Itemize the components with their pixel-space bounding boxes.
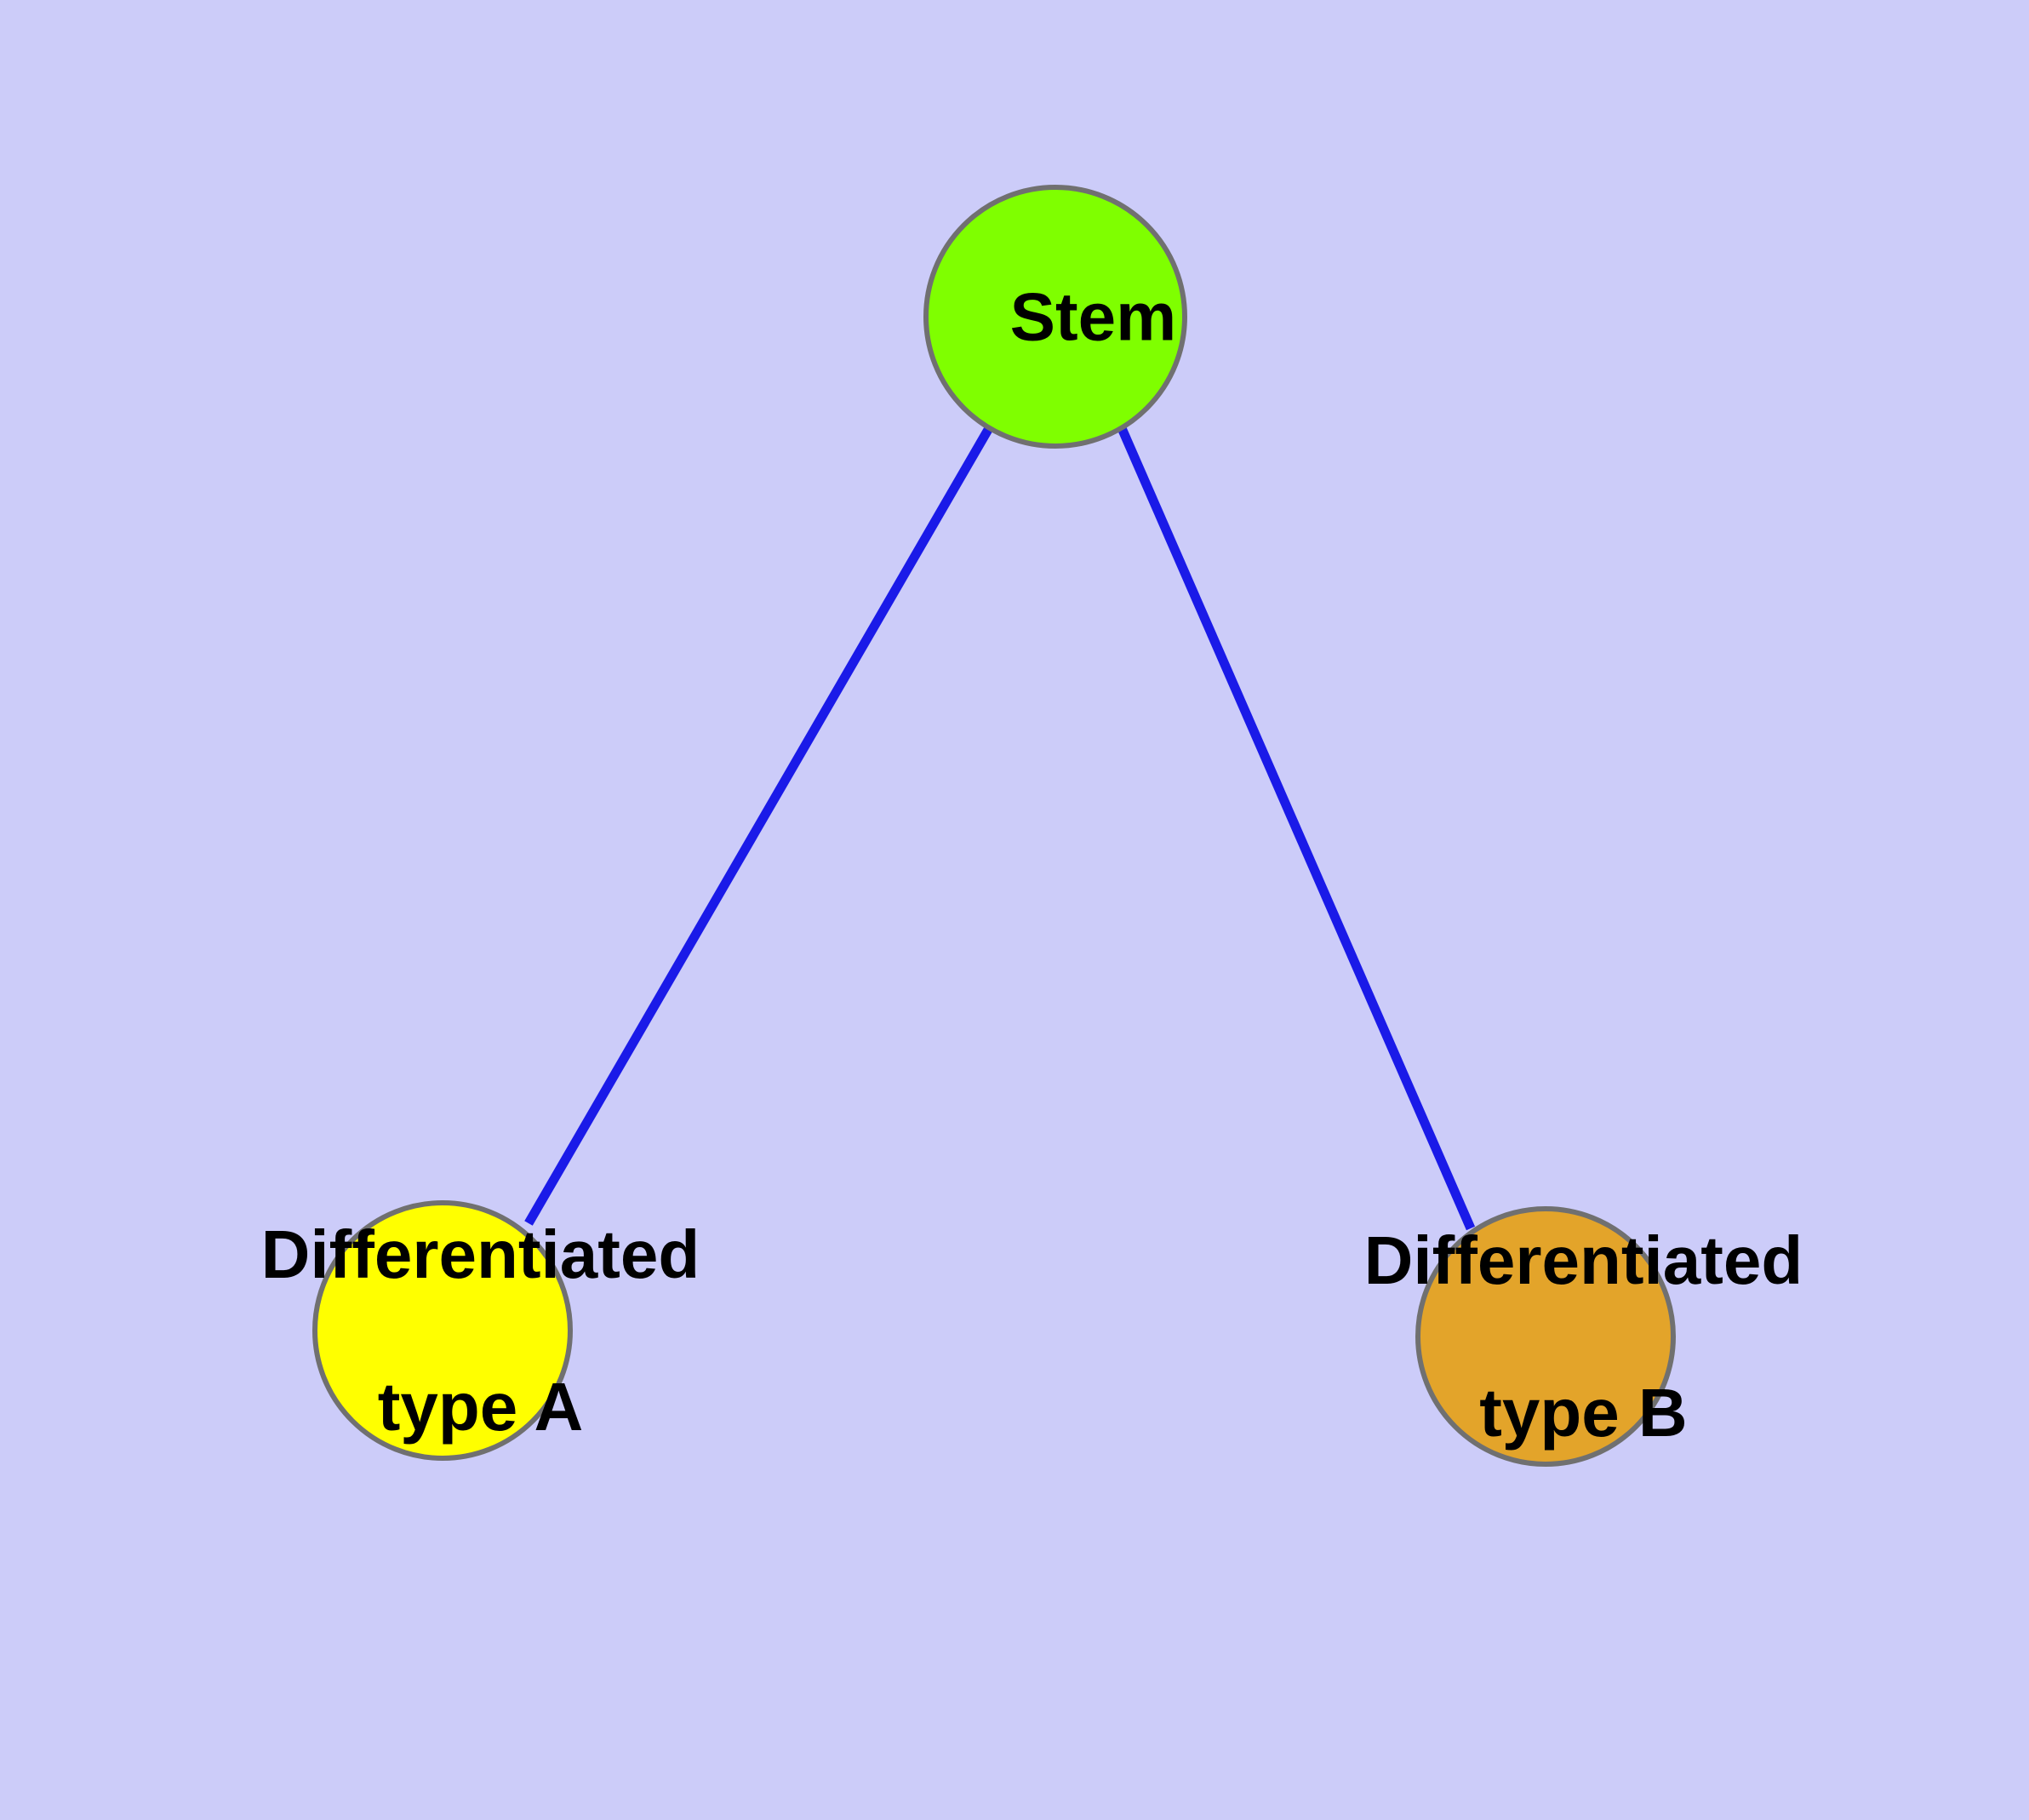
node-layer	[312, 185, 1676, 1467]
edge-stem-to-differentiated-type-a[interactable]	[524, 426, 993, 1226]
node-differentiated-type-a[interactable]	[312, 1200, 573, 1461]
node-stem[interactable]	[923, 185, 1187, 449]
edge-layer	[524, 426, 1476, 1231]
node-differentiated-type-b[interactable]	[1415, 1206, 1676, 1467]
edge-stem-to-differentiated-type-b[interactable]	[1117, 426, 1476, 1231]
